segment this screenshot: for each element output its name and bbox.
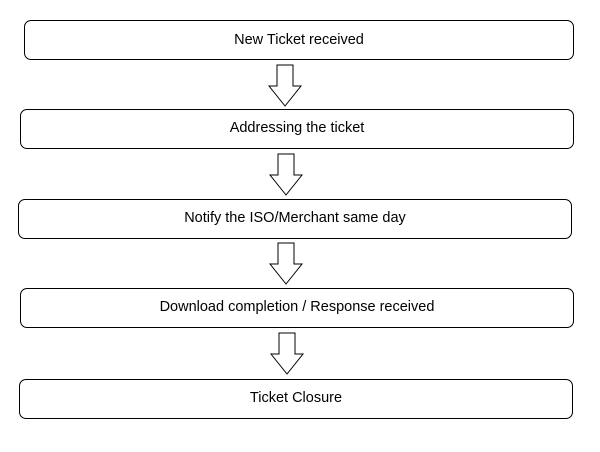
flow-step-label: New Ticket received — [234, 32, 364, 48]
flow-step-ticket-closure: Ticket Closure — [19, 379, 573, 419]
flow-step-notify: Notify the ISO/Merchant same day — [18, 199, 572, 239]
down-arrow-icon — [268, 242, 304, 285]
flow-step-label: Download completion / Response received — [159, 299, 435, 315]
flow-step-label: Ticket Closure — [249, 390, 343, 406]
down-arrow-icon — [269, 332, 305, 375]
down-arrow-icon — [268, 153, 304, 196]
flow-step-addressing: Addressing the ticket — [20, 109, 574, 149]
flow-step-label: Notify the ISO/Merchant same day — [184, 210, 406, 226]
flow-step-label: Addressing the ticket — [229, 120, 365, 136]
down-arrow-icon — [267, 64, 303, 107]
flow-step-download-completion: Download completion / Response received — [20, 288, 574, 328]
flow-step-new-ticket: New Ticket received — [24, 20, 574, 60]
